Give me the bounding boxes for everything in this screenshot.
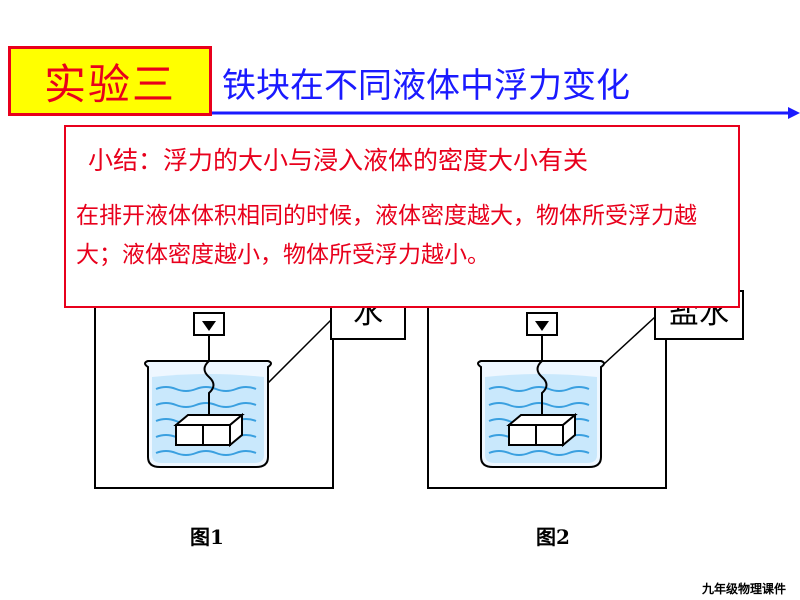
experiment-label: 实验三 bbox=[8, 46, 212, 116]
beaker-diagram-2 bbox=[477, 312, 656, 468]
summary-body: 在排开液体体积相同的时候，液体密度越大，物体所受浮力越大；液体密度越小，物体所受… bbox=[76, 203, 697, 268]
figure-2-caption: 图2 bbox=[536, 525, 570, 549]
experiment-label-text: 实验三 bbox=[43, 59, 176, 109]
figure-2-panel bbox=[427, 305, 667, 489]
summary-box: 小结：浮力的大小与浸入液体的密度大小有关 在排开液体体积相同的时候，液体密度越大… bbox=[64, 125, 740, 308]
figure-1-caption: 图1 bbox=[190, 525, 224, 549]
page-title: 铁块在不同液体中浮力变化 bbox=[222, 66, 630, 106]
footer-label: 九年级物理课件 bbox=[701, 582, 786, 596]
figure-1-panel bbox=[94, 305, 335, 489]
beaker-diagram-1 bbox=[144, 312, 335, 468]
summary-heading: 小结：浮力的大小与浸入液体的密度大小有关 bbox=[88, 146, 589, 175]
title-underline-arrow bbox=[212, 107, 800, 119]
